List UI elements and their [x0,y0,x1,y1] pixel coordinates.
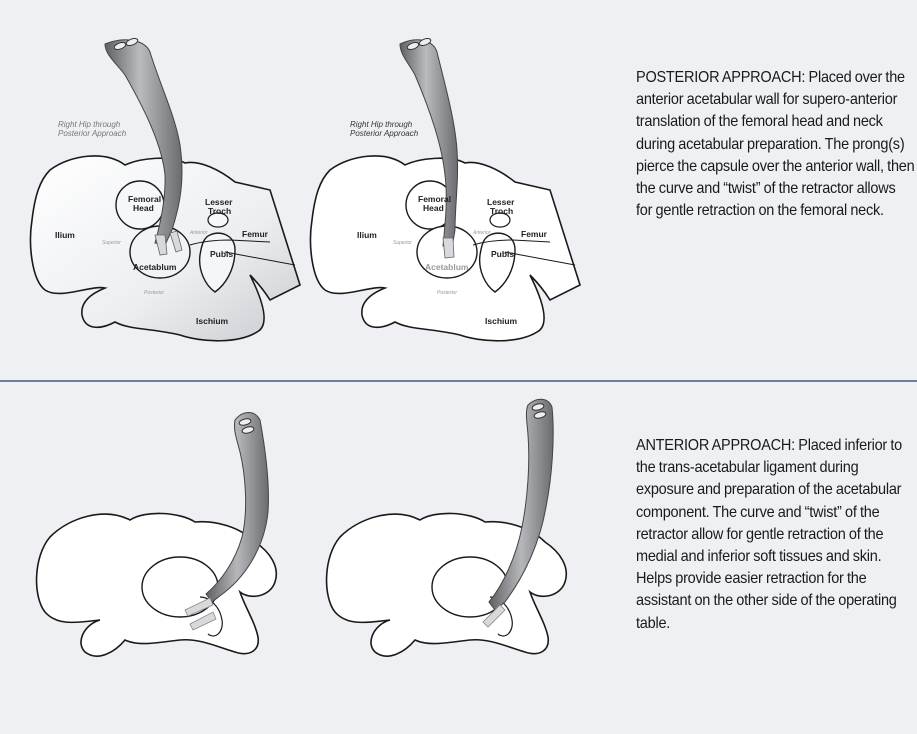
label-femoral-head-2: Head [133,203,154,213]
label-acetabulum: Acetablum [133,262,177,272]
posterior-left-illustration: Right Hip through Posterior Approach Fem… [20,30,310,360]
label-ilium: Ilium [357,230,377,240]
figure-title-line1: Right Hip through [350,120,413,129]
anterior-approach-panel: ANTERIOR APPROACH: Placed inferior to th… [0,382,917,734]
label-acetabulum: Acetablum [425,262,469,272]
posterior-right-illustration: Right Hip through Posterior Approach Fem… [305,30,605,360]
label-pubis: Pubis [210,249,233,259]
label-lesser-troch-2: Troch [490,206,513,216]
figure-title-line2: Posterior Approach [58,129,127,138]
anterior-right-illustration [300,397,600,717]
label-lesser-troch-2: Troch [208,206,231,216]
label-anterior: Anterior [472,230,491,236]
label-superior: Superior [102,240,121,246]
anterior-left-illustration [30,402,310,722]
label-femur: Femur [242,229,269,239]
label-ischium: Ischium [196,316,229,326]
label-superior: Superior [393,240,412,246]
figure-title-line2: Posterior Approach [350,129,419,138]
label-anterior: Anterior [189,230,208,236]
posterior-approach-panel: Right Hip through Posterior Approach Fem… [0,0,917,380]
anterior-approach-description: ANTERIOR APPROACH: Placed inferior to th… [636,435,915,635]
label-pubis: Pubis [491,249,514,259]
hip-bone-outline [37,513,277,656]
label-posterior: Posterior [144,290,164,296]
label-ilium: Ilium [55,230,75,240]
label-posterior: Posterior [437,290,457,296]
label-femur: Femur [521,229,548,239]
label-femoral-head-2: Head [423,203,444,213]
label-ischium: Ischium [485,316,518,326]
figure-title-line1: Right Hip through [58,120,121,129]
posterior-approach-description: POSTERIOR APPROACH: Placed over the ante… [636,67,915,222]
